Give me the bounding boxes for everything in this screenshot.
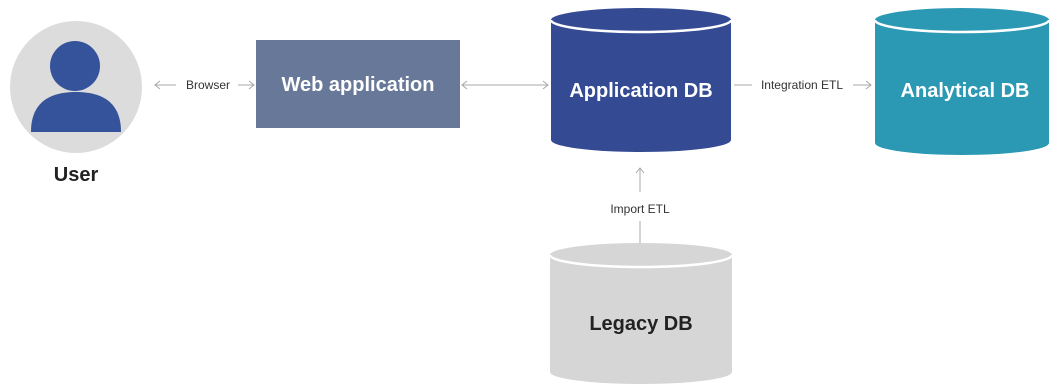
legacy-db-label: Legacy DB — [589, 313, 692, 335]
import-etl-label: Import ETL — [610, 202, 670, 216]
user-label: User — [54, 164, 99, 186]
application-db-label: Application DB — [569, 80, 712, 102]
web-application-box — [256, 40, 460, 128]
integration-etl-label: Integration ETL — [761, 78, 843, 92]
user-avatar-icon — [31, 41, 121, 132]
import-etl-edge: Import ETL — [610, 167, 670, 246]
user-node: User — [10, 21, 142, 186]
legacy-db-node: Legacy DB — [548, 243, 734, 384]
analytical-db-label: Analytical DB — [901, 80, 1030, 102]
application-db-node: Application DB — [549, 8, 733, 152]
browser-edge: Browser — [154, 78, 255, 92]
browser-edge-label: Browser — [186, 78, 230, 92]
web-application-label: Web application — [282, 74, 435, 96]
webapp-appdb-edge — [461, 80, 549, 90]
integration-etl-edge: Integration ETL — [734, 78, 872, 92]
analytical-db-node: Analytical DB — [873, 8, 1049, 155]
web-application-node: Web application — [256, 40, 460, 128]
